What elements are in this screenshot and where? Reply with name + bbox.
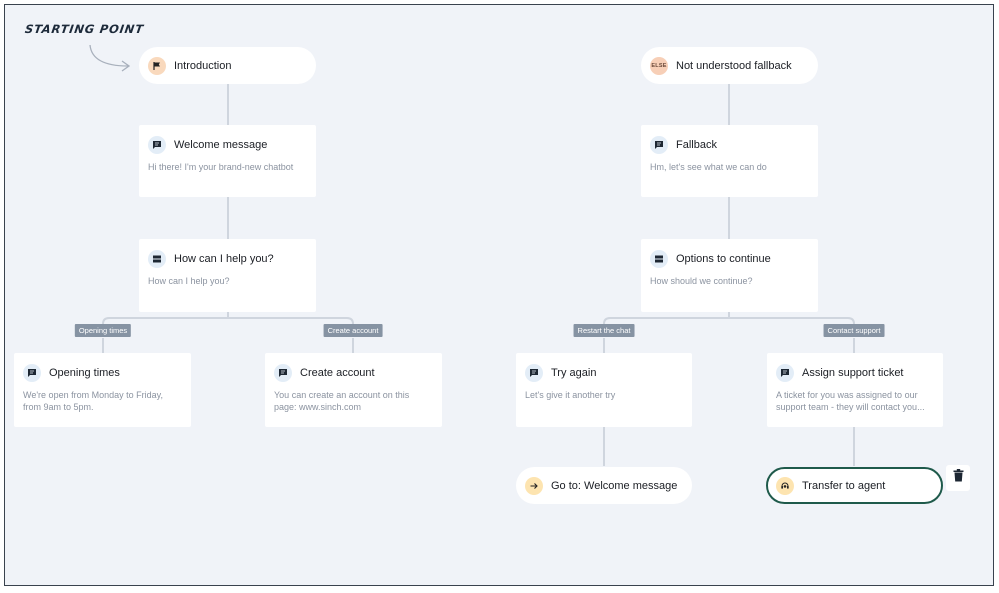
introduction-label: Introduction: [174, 59, 232, 72]
introduction-node[interactable]: Introduction: [139, 47, 316, 84]
create-account-node[interactable]: Create account You can create an account…: [265, 353, 442, 427]
arrow-right-icon: [525, 476, 543, 495]
create-account-desc: You can create an account on this page: …: [274, 390, 410, 412]
branch-tag-opening-times[interactable]: Opening times: [74, 324, 132, 337]
flag-icon: [148, 56, 166, 75]
branch-tag-create-account[interactable]: Create account: [323, 324, 383, 337]
options-icon: [650, 250, 668, 268]
options-to-continue-desc: How should we continue?: [650, 276, 753, 286]
branch-tag-contact-support[interactable]: Contact support: [823, 324, 885, 337]
options-to-continue-title: Options to continue: [676, 253, 771, 265]
else-badge-icon: ELSE: [650, 56, 668, 75]
message-icon: [23, 364, 41, 382]
message-icon: [776, 364, 794, 382]
opening-times-node[interactable]: Opening times We're open from Monday to …: [14, 353, 191, 427]
headset-agent-icon: [776, 476, 794, 495]
transfer-to-agent-node[interactable]: Transfer to agent: [766, 467, 943, 504]
message-icon: [650, 136, 668, 154]
try-again-node[interactable]: Try again Let's give it another try: [516, 353, 692, 427]
assign-support-ticket-desc: A ticket for you was assigned to our sup…: [776, 390, 925, 412]
goto-welcome-label: Go to: Welcome message: [551, 479, 678, 492]
opening-times-title: Opening times: [49, 367, 120, 379]
message-icon: [274, 364, 292, 382]
options-icon: [148, 250, 166, 268]
start-arrow: [89, 44, 131, 72]
create-account-title: Create account: [300, 367, 375, 379]
assign-support-ticket-node[interactable]: Assign support ticket A ticket for you w…: [767, 353, 943, 427]
fallback-node[interactable]: Fallback Hm, let's see what we can do: [641, 125, 818, 197]
connector-line: [102, 317, 354, 330]
message-icon: [525, 364, 543, 382]
trash-icon: [953, 469, 964, 487]
delete-button[interactable]: [946, 465, 970, 491]
fallback-title: Fallback: [676, 139, 717, 151]
goto-welcome-node[interactable]: Go to: Welcome message: [516, 467, 692, 504]
try-again-desc: Let's give it another try: [525, 390, 616, 400]
starting-point-label: STARTING POINT: [24, 22, 145, 36]
message-icon: [148, 136, 166, 154]
welcome-message-node[interactable]: Welcome message Hi there! I'm your brand…: [139, 125, 316, 197]
welcome-message-title: Welcome message: [174, 139, 268, 151]
fallback-desc: Hm, let's see what we can do: [650, 162, 767, 172]
not-understood-fallback-node[interactable]: ELSE Not understood fallback: [641, 47, 818, 84]
how-can-i-help-title: How can I help you?: [174, 253, 274, 265]
connector-line: [603, 317, 855, 330]
how-can-i-help-desc: How can I help you?: [148, 276, 230, 286]
options-to-continue-node[interactable]: Options to continue How should we contin…: [641, 239, 818, 312]
assign-support-ticket-title: Assign support ticket: [802, 367, 904, 379]
how-can-i-help-node[interactable]: How can I help you? How can I help you?: [139, 239, 316, 312]
try-again-title: Try again: [551, 367, 597, 379]
welcome-message-desc: Hi there! I'm your brand-new chatbot: [148, 162, 294, 172]
not-understood-fallback-label: Not understood fallback: [676, 59, 792, 72]
transfer-to-agent-label: Transfer to agent: [802, 479, 886, 492]
branch-tag-restart-chat[interactable]: Restart the chat: [573, 324, 635, 337]
opening-times-desc: We're open from Monday to Friday, from 9…: [23, 390, 163, 412]
